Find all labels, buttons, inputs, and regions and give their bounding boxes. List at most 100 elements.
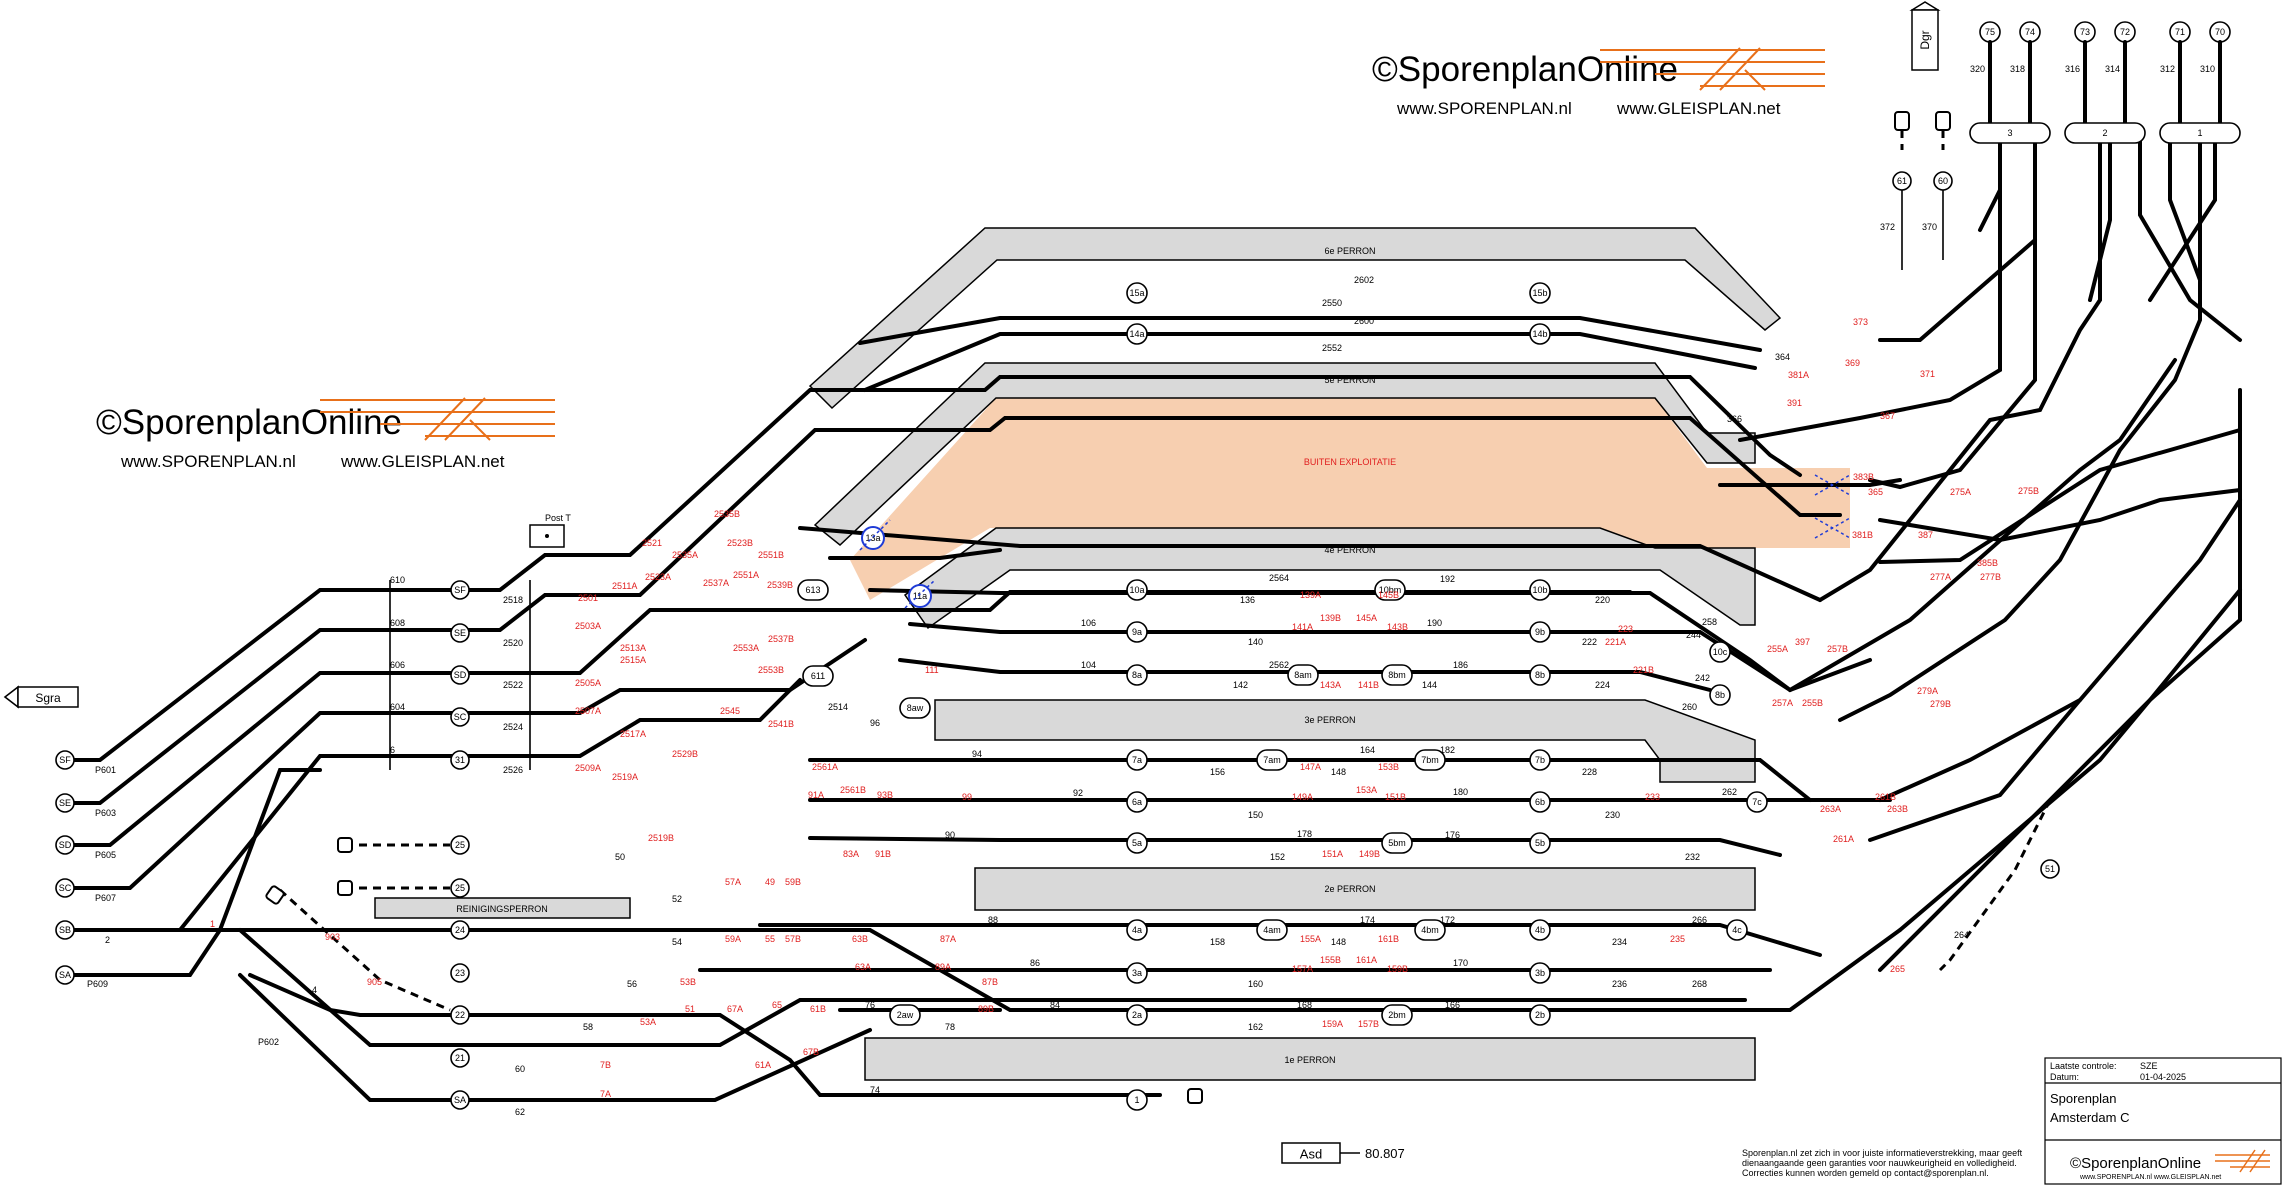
track-15a[interactable]: 15a (1126, 282, 1148, 304)
signal-label: 182 (1440, 745, 1455, 755)
km-value: 80.807 (1365, 1146, 1405, 1161)
track-10bm[interactable]: 10bm (1374, 579, 1406, 601)
track-4bm[interactable]: 4bm (1414, 919, 1446, 941)
track-label: SD (454, 670, 467, 680)
signal-label: 148 (1331, 767, 1346, 777)
track-14b[interactable]: 14b (1529, 323, 1551, 345)
top-track-72[interactable]: 72 (2114, 21, 2136, 43)
yard-track-SC[interactable]: SC 604 2524 (390, 702, 523, 732)
track-8bm[interactable]: 8bm (1381, 664, 1413, 686)
top-track-74[interactable]: 74 (2019, 21, 2041, 43)
track-14a[interactable]: 14a (1126, 323, 1148, 345)
track-613[interactable]: 613 (797, 579, 829, 601)
track-10a[interactable]: 10a (1126, 579, 1148, 601)
platform-6e (808, 227, 1782, 410)
signal-label: 2526 (503, 765, 523, 775)
track-7am[interactable]: 7am (1256, 749, 1288, 771)
signal-label: 84 (1050, 1000, 1060, 1010)
track-611[interactable]: 611 (802, 665, 834, 687)
switch-label: 161A (1356, 955, 1377, 965)
track-15b[interactable]: 15b (1529, 282, 1551, 304)
south-track-23[interactable]: 23 (450, 963, 470, 983)
svg-text:©SporenplanOnline: ©SporenplanOnline (96, 403, 402, 442)
track-4b[interactable]: 4b (1529, 919, 1551, 941)
track-4a[interactable]: 4a (1126, 919, 1148, 941)
top-track-71[interactable]: 71 (2169, 21, 2191, 43)
track-9a[interactable]: 9a (1126, 621, 1148, 643)
track-SA[interactable]: SA P609 (55, 965, 108, 989)
track-8b[interactable]: 8b (1529, 664, 1551, 686)
switch-label: 905 (367, 977, 382, 987)
south-track-21[interactable]: 21 (450, 1048, 470, 1068)
switch-label: 63B (852, 934, 868, 944)
track-8am[interactable]: 8am (1287, 664, 1319, 686)
direction-north: Dgr (1909, 1, 1941, 71)
platform-4e-label: 4e PERRON (1324, 545, 1375, 555)
track-11a[interactable]: 11a (908, 584, 932, 608)
south-track-25b[interactable]: 25 (450, 878, 470, 898)
track-2bm[interactable]: 2bm (1381, 1004, 1413, 1026)
track-5a[interactable]: 5a (1126, 832, 1148, 854)
track-6b[interactable]: 6b (1529, 791, 1551, 813)
track-label: 2bm (1388, 1010, 1406, 1020)
track-8aw[interactable]: 8aw (899, 697, 931, 719)
top-track-75[interactable]: 75 (1979, 21, 2001, 43)
track-label: 10c (1713, 647, 1728, 657)
track-10b[interactable]: 10b (1529, 579, 1551, 601)
top-track-73[interactable]: 73 (2074, 21, 2096, 43)
signal-label: 152 (1270, 852, 1285, 862)
track-5bm[interactable]: 5bm (1381, 832, 1413, 854)
track-7bm[interactable]: 7bm (1414, 749, 1446, 771)
track-4c[interactable]: 4c (1726, 919, 1748, 941)
track-6a[interactable]: 6a (1126, 791, 1148, 813)
track-9b[interactable]: 9b (1529, 621, 1551, 643)
track-8c[interactable]: 8b (1709, 684, 1731, 706)
signal-label: 258 (1702, 617, 1717, 627)
track-8a[interactable]: 8a (1126, 664, 1148, 686)
track-2a[interactable]: 2a (1126, 1004, 1148, 1026)
track-label: 10bm (1379, 585, 1402, 595)
south-track-SA[interactable]: SA (450, 1090, 470, 1110)
top-track-70[interactable]: 70 (2209, 21, 2231, 43)
switch-label: 2505A (575, 678, 601, 688)
switch-label: 221B (1633, 665, 1654, 675)
south-track-25a[interactable]: 25 (450, 835, 470, 855)
track-3a[interactable]: 3a (1126, 962, 1148, 984)
south-track-24[interactable]: 24 (450, 920, 470, 940)
track-2b[interactable]: 2b (1529, 1004, 1551, 1026)
track-7c[interactable]: 7c (1746, 791, 1768, 813)
yard-track-SD[interactable]: SD 606 2522 (390, 660, 523, 690)
stopblock-icon (1935, 111, 1951, 131)
track-10c[interactable]: 10c (1709, 641, 1731, 663)
logo-rails-icon (1600, 47, 1825, 91)
track-3b[interactable]: 3b (1529, 962, 1551, 984)
signal-label: 88 (988, 915, 998, 925)
track-5b[interactable]: 5b (1529, 832, 1551, 854)
post-t-label: Post T (545, 513, 571, 523)
yard-track-SF[interactable]: SF 610 2518 (390, 575, 523, 605)
switch-label: 2537A (703, 578, 729, 588)
switch-label: 143B (1387, 622, 1408, 632)
switch-numbers: 2501 2503A 2505A 2507A 2509A 2511A 2513A… (210, 317, 2039, 1099)
track-SC[interactable]: SC P607 (55, 878, 116, 903)
track-label: 7a (1132, 755, 1142, 765)
track-SB[interactable]: SB 2 (55, 920, 110, 945)
cleaning-platform-label: REINIGINGSPERRON (456, 904, 548, 914)
track-label: 8b (1715, 690, 1725, 700)
yard-track-31[interactable]: 31 6 2526 (390, 745, 523, 775)
track-SF[interactable]: SF P601 (55, 750, 116, 775)
yard-track-SE[interactable]: SE 608 2520 (390, 618, 523, 648)
track-SD[interactable]: SD P605 (55, 835, 116, 860)
track-7b[interactable]: 7b (1529, 749, 1551, 771)
track-SE[interactable]: SE P603 (55, 793, 116, 818)
switch-label: 397 (1795, 637, 1810, 647)
top-group-2 (2064, 122, 2146, 144)
stopblock-icon (265, 885, 285, 905)
south-track-22[interactable]: 22 (450, 1005, 470, 1025)
track-label: 8a (1132, 670, 1142, 680)
track-7a[interactable]: 7a (1126, 749, 1148, 771)
km-label: Asd (1300, 1147, 1322, 1162)
track-4am[interactable]: 4am (1256, 919, 1288, 941)
track-1[interactable]: 1 (1126, 1089, 1148, 1111)
track-2aw[interactable]: 2aw (889, 1004, 921, 1026)
